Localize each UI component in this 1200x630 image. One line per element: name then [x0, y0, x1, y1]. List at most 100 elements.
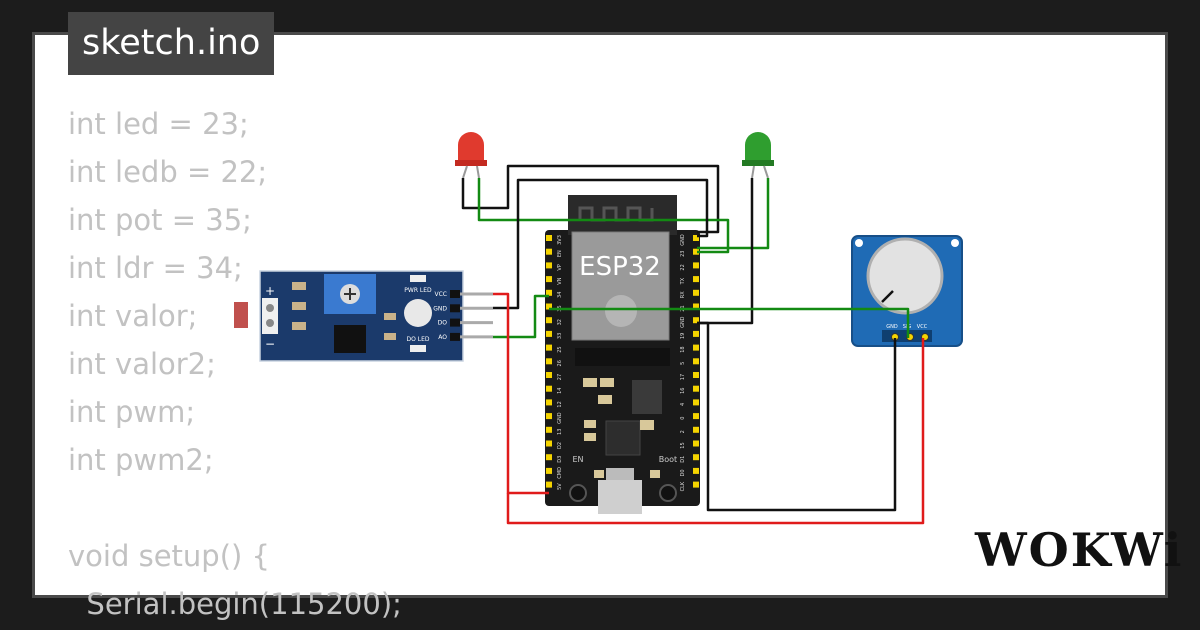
sensor-pin-socket: [450, 290, 460, 298]
code-line: int pot = 35;: [68, 203, 252, 237]
wire-pot-sig: [549, 307, 910, 338]
pin-left[interactable]: [546, 235, 552, 241]
pin-right[interactable]: [693, 399, 699, 406]
pot-knob[interactable]: [866, 237, 944, 315]
code-line: int pwm;: [68, 395, 196, 429]
pin-right[interactable]: [693, 289, 699, 296]
file-tab[interactable]: sketch.ino: [68, 12, 275, 75]
espressif-logo-icon: [605, 295, 637, 327]
green-led[interactable]: [742, 132, 774, 179]
pin-label: GND: [680, 316, 686, 328]
pin-right[interactable]: [693, 481, 699, 488]
pin-label: 14: [557, 388, 563, 394]
code-line: int pwm2;: [68, 443, 214, 477]
pin-left[interactable]: [546, 467, 552, 474]
plus-label: +: [265, 284, 275, 298]
pin-left[interactable]: [546, 399, 552, 406]
code-line: int led = 23;: [68, 107, 249, 141]
wokwi-logo: WOKWi: [975, 523, 1184, 577]
pin-right[interactable]: [693, 385, 699, 392]
pin-left[interactable]: [546, 330, 552, 337]
sensor-pin-socket: [450, 318, 460, 327]
pin-left[interactable]: [546, 317, 552, 324]
pin-right[interactable]: [693, 454, 699, 461]
pin-right[interactable]: [693, 276, 699, 283]
pot-pin-label: VCC: [917, 324, 928, 330]
pin-label: 13: [557, 429, 563, 435]
pin-left[interactable]: [546, 385, 552, 392]
board-label: ESP32: [579, 252, 661, 282]
pin-label: 2: [680, 430, 686, 433]
pin-right[interactable]: [693, 344, 699, 351]
pin-right[interactable]: [693, 372, 699, 378]
pin-label: 15: [680, 442, 686, 448]
wire-vcc-sensor: [493, 292, 549, 495]
pwr-led-label: PWR LED: [404, 287, 432, 294]
wire-gnd-sensor: [493, 178, 709, 310]
pin-left[interactable]: [546, 481, 552, 488]
pin-label: VN: [557, 277, 563, 284]
pin-label: CMD: [557, 467, 563, 479]
boot-button[interactable]: [659, 484, 677, 502]
esp32-board[interactable]: ESP32 EN Boot 3V3ENVPVN34353233252627141…: [545, 195, 700, 514]
pin-left[interactable]: [546, 358, 552, 365]
pin-left[interactable]: [546, 289, 552, 296]
pin-left[interactable]: [546, 276, 552, 283]
pin-label: RX: [680, 291, 686, 298]
pin-left[interactable]: [546, 344, 552, 351]
pin-label: 3V3: [557, 235, 563, 245]
pin-label: 0: [680, 417, 686, 420]
pin-right[interactable]: [693, 358, 699, 365]
sensor-pin-label: VCC: [435, 291, 447, 298]
pin-right[interactable]: [693, 467, 699, 474]
red-led[interactable]: [455, 132, 487, 179]
pin-right[interactable]: [693, 440, 699, 447]
pin-label: D3: [557, 456, 563, 463]
wire-green-led-anode: [697, 178, 770, 250]
pin-right[interactable]: [693, 262, 699, 269]
pin-label: GND: [680, 234, 686, 246]
pin-label: 26: [557, 360, 563, 366]
pin-label: GND: [557, 412, 563, 424]
pin-label: 25: [557, 346, 563, 352]
code-editor[interactable]: int led = 23;int ledb = 22;int pot = 35;…: [68, 100, 402, 621]
pin-left[interactable]: [546, 454, 552, 461]
pin-left[interactable]: [546, 248, 552, 255]
pin-label: 17: [680, 374, 686, 380]
pin-left[interactable]: [546, 262, 552, 269]
pin-left[interactable]: [546, 372, 552, 378]
pin-label: D0: [680, 469, 686, 476]
left-pin-header: 3V3ENVPVN343532332526271412GND13D2D3CMD5…: [546, 235, 563, 490]
wire-red-led-anode: [477, 178, 730, 254]
pin-left[interactable]: [546, 413, 552, 420]
pin-right[interactable]: [693, 426, 699, 433]
wires: [461, 164, 925, 525]
pin-label: VP: [557, 264, 563, 270]
pin-left[interactable]: [546, 303, 552, 310]
sensor-pin-label: DO: [438, 320, 448, 327]
boot-label: Boot: [659, 455, 677, 464]
pin-right[interactable]: [693, 235, 699, 241]
pin-left[interactable]: [546, 426, 552, 433]
code-line: int valor;: [68, 299, 198, 333]
sensor-pin-label: GND: [433, 305, 447, 312]
pin-label: TX: [680, 277, 686, 285]
pin-left[interactable]: [546, 440, 552, 447]
pin-right[interactable]: [693, 248, 699, 255]
pin-right[interactable]: [693, 330, 699, 337]
pin-label: 4: [680, 403, 686, 406]
en-button[interactable]: [569, 484, 587, 502]
sensor-pin-label: AO: [438, 334, 447, 341]
pin-label: 22: [680, 264, 686, 270]
pin-right[interactable]: [693, 317, 699, 324]
pin-label: 5V: [557, 483, 563, 490]
wire-ao-sensor: [493, 294, 549, 339]
code-line: void setup() {: [68, 539, 270, 573]
pin-right[interactable]: [693, 303, 699, 310]
wire-red-led-cathode: [461, 164, 720, 234]
pin-right[interactable]: [693, 413, 699, 420]
